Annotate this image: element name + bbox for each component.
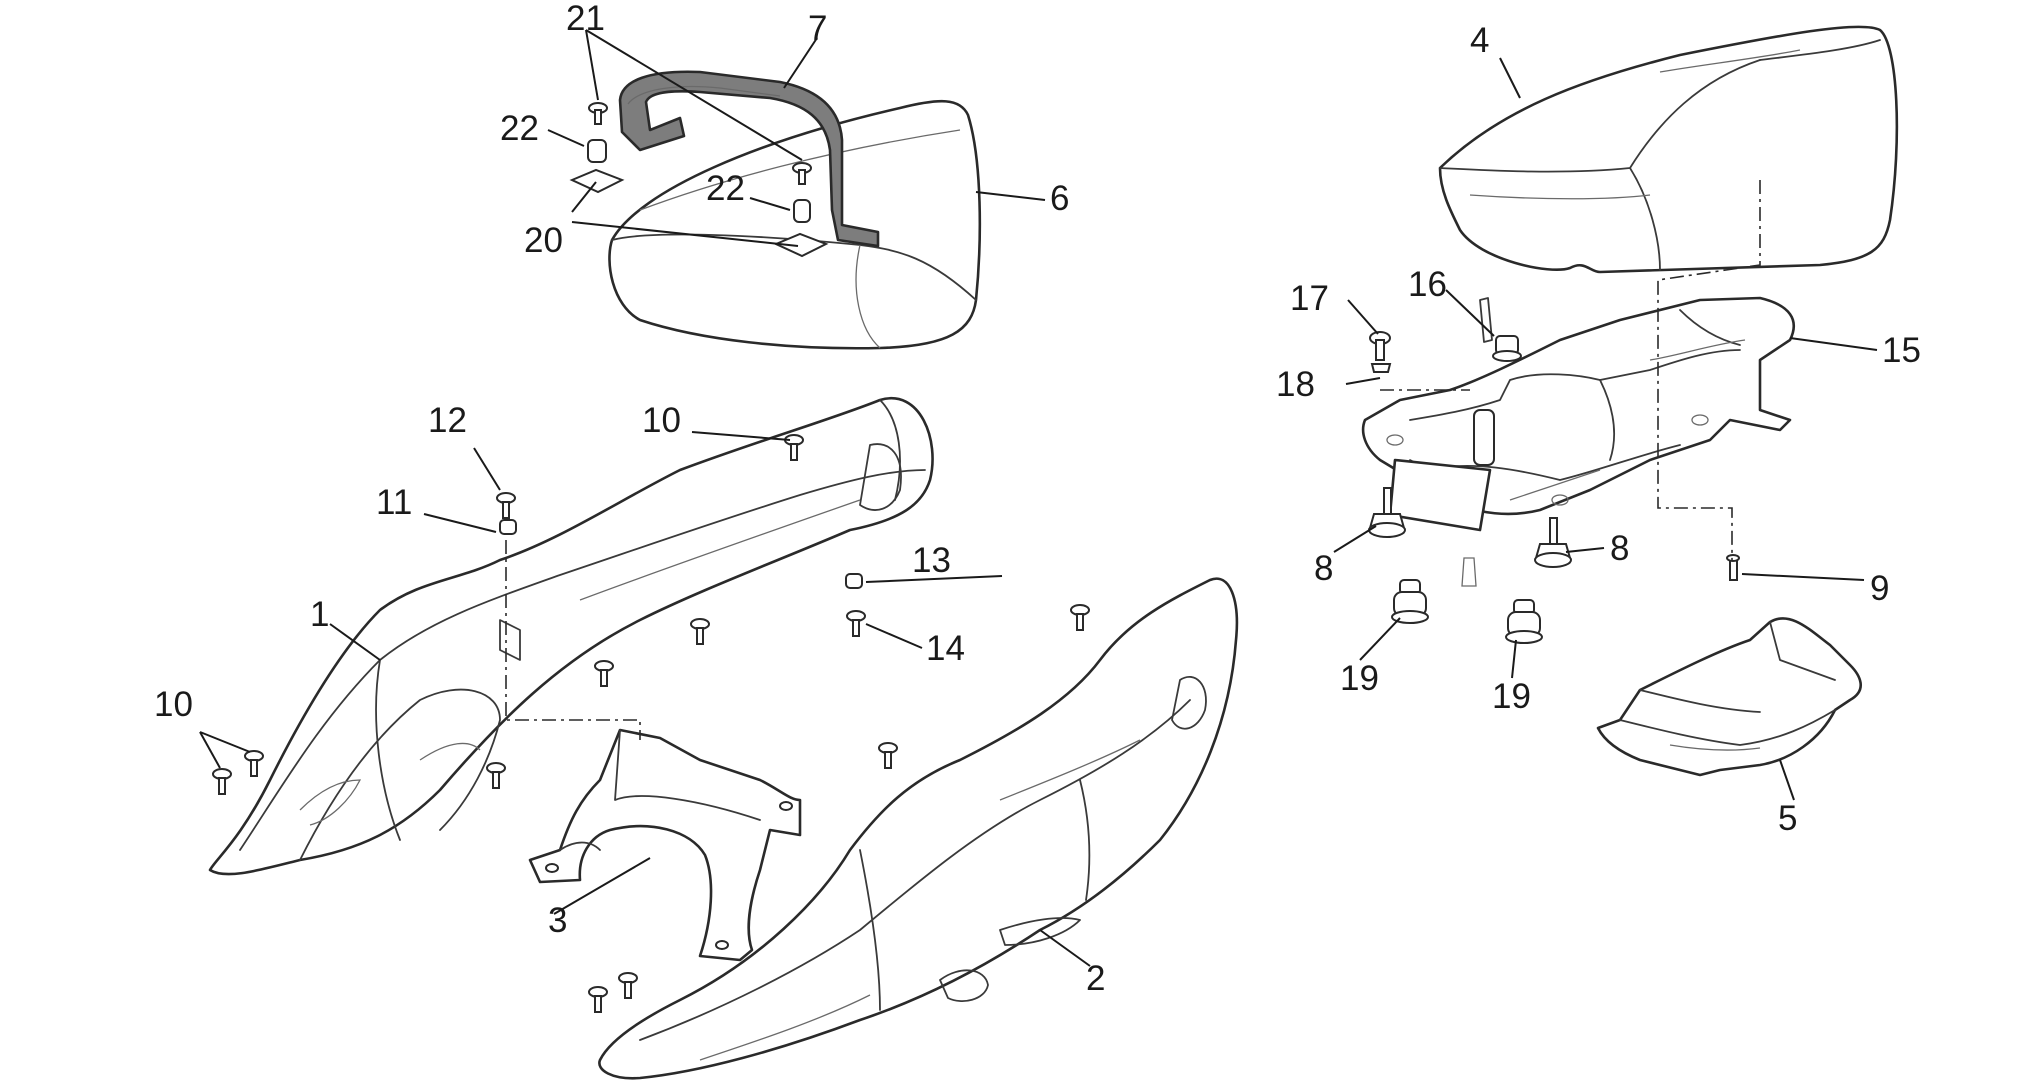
callout-21: 21: [566, 0, 605, 38]
callout-19-left: 19: [1340, 659, 1379, 698]
callout-22-top: 22: [500, 109, 539, 148]
callout-20: 20: [524, 221, 563, 260]
frame-bumpers: [1368, 487, 1740, 644]
callout-14: 14: [926, 629, 965, 668]
callout-4: 4: [1470, 21, 1489, 60]
callout-13: 13: [912, 541, 951, 580]
callout-5: 5: [1778, 799, 1797, 838]
leader-lines: [199, 29, 1878, 967]
callout-10-top: 10: [642, 401, 681, 440]
callout-17: 17: [1290, 279, 1329, 318]
passenger-seat-cover: [608, 99, 982, 350]
callout-10-left: 10: [154, 685, 193, 724]
callout-3: 3: [548, 901, 567, 940]
callout-16: 16: [1408, 265, 1447, 304]
under-seat-tray: [1596, 617, 1862, 777]
callout-1: 1: [310, 595, 329, 634]
right-tail-fairing: [598, 577, 1239, 1080]
assembly-dashed-lines: [505, 180, 1761, 740]
callout-18: 18: [1276, 365, 1315, 404]
callout-7: 7: [808, 9, 827, 48]
callout-8-right: 8: [1610, 529, 1629, 568]
callout-22-mid: 22: [706, 169, 745, 208]
seat-hardware: [569, 102, 829, 258]
callout-12: 12: [428, 401, 467, 440]
callout-2: 2: [1086, 959, 1105, 998]
seat-frame: [1361, 296, 1796, 532]
left-tail-fairing: [208, 396, 934, 876]
callout-15: 15: [1882, 331, 1921, 370]
callout-6: 6: [1050, 179, 1069, 218]
callout-9: 9: [1870, 569, 1889, 608]
callout-labels: 21 22 22 20 7 6 4 17 18 16 15 8 8 9 19 1…: [154, 0, 1921, 998]
fairing-screws: [212, 434, 1090, 1013]
rider-seat: [1438, 25, 1899, 274]
callout-8-left: 8: [1314, 549, 1333, 588]
callout-19-right: 19: [1492, 677, 1531, 716]
grab-handle: [618, 70, 880, 248]
callout-11: 11: [376, 483, 412, 522]
frame-small-hardware: [1369, 331, 1522, 373]
centre-bracket: [528, 728, 802, 962]
